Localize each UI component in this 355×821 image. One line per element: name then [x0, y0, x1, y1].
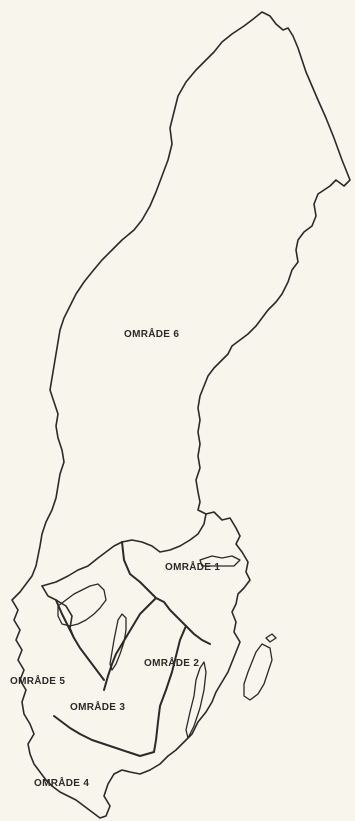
border-region-2-3 [103, 597, 157, 691]
label-omrade-3: OMRÅDE 3 [70, 700, 125, 713]
border-region-6-south [41, 513, 207, 587]
island-faro [265, 633, 277, 643]
label-omrade-6: OMRÅDE 6 [124, 327, 179, 340]
label-omrade-4: OMRÅDE 4 [34, 776, 89, 789]
border-region-5-north [41, 585, 75, 639]
border-region-5-3 [55, 599, 105, 681]
border-region-1 [121, 541, 211, 645]
border-region-2-east [153, 625, 187, 753]
label-omrade-1: OMRÅDE 1 [165, 560, 220, 573]
country-outline [11, 11, 351, 819]
island-gotland [243, 643, 273, 701]
island-oland [185, 661, 207, 739]
lake-vanern [57, 583, 107, 627]
lake-vattern [109, 613, 127, 671]
border-region-3-4 [53, 715, 155, 757]
label-omrade-5: OMRÅDE 5 [10, 674, 65, 687]
label-omrade-2: OMRÅDE 2 [144, 656, 199, 669]
lake-malaren [199, 555, 241, 567]
